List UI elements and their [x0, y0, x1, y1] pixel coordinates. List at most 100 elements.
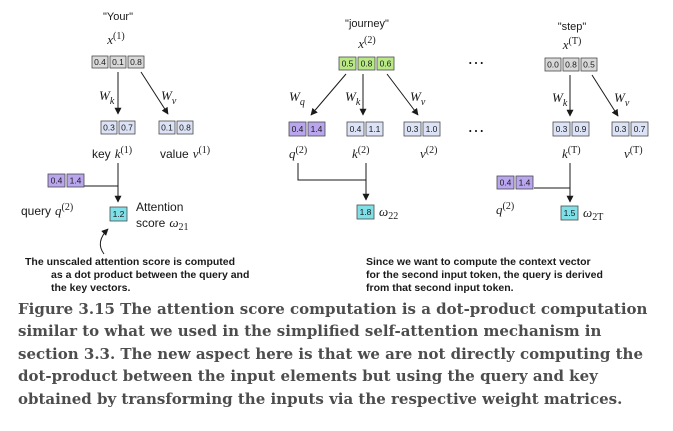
input-vector-x1: 0.4 0.1 0.8	[91, 55, 145, 69]
query-cell	[47, 173, 66, 188]
input-cell	[376, 56, 395, 71]
input-value: 0.6	[380, 59, 392, 69]
attention-score-omega21: score ω21	[136, 214, 189, 233]
value-value: 0.1	[161, 123, 173, 133]
input-vector-x2: 0.5 0.8 0.6	[338, 56, 395, 71]
column-step: "step" x(T) 0.0 0.8 0.5 Wk Wv 0.3 0.9 0.…	[496, 21, 649, 223]
key-value: 0.9	[575, 124, 587, 134]
key-vector-k1: 0.3 0.7	[100, 120, 136, 135]
score-value-omega21: 1.2	[113, 209, 125, 219]
input-value: 0.8	[565, 60, 577, 70]
note-left: The unscaled attention score is computed…	[25, 256, 249, 294]
token-word-journey: "journey"	[345, 18, 389, 30]
query-vector-q2-step: 0.4 1.4	[496, 175, 534, 190]
figure-caption: Figure 3.15 The attention score computat…	[18, 300, 648, 408]
query-cell	[515, 175, 534, 190]
input-cell	[338, 56, 357, 71]
key-value: 0.4	[350, 124, 362, 134]
value-value: 0.3	[407, 124, 419, 134]
input-value: 0.0	[547, 60, 559, 70]
input-cell	[580, 57, 598, 72]
key-cell	[346, 121, 365, 137]
key-cell	[365, 121, 384, 137]
weight-label-wv: Wv	[614, 90, 630, 109]
value-vector-vT: 0.3 0.7	[611, 121, 649, 137]
note-right-line: for the second input token, the query is…	[366, 269, 603, 281]
token-word-your: "Your"	[103, 11, 133, 23]
query-cell	[496, 175, 515, 190]
value-cell	[403, 121, 422, 137]
key-value: 0.3	[556, 124, 568, 134]
ellipsis-top: …	[467, 48, 485, 68]
query-cell	[66, 173, 85, 188]
input-cell	[562, 57, 580, 72]
input-cell	[91, 55, 109, 69]
weight-label-wv: Wv	[161, 88, 177, 107]
query-value: 0.4	[500, 178, 512, 188]
column-your: "Your" x(1) 0.4 0.1 0.8 Wk Wv 0.3 0.7 0.…	[21, 11, 210, 255]
key-cell	[118, 120, 136, 135]
value-cell	[158, 120, 176, 135]
ellipsis-middle: …	[467, 116, 485, 136]
key-label-k1: key k(1)	[92, 145, 132, 162]
weight-label-wk: Wk	[99, 88, 115, 107]
value-cell	[630, 121, 649, 137]
input-value: 0.8	[361, 59, 373, 69]
input-label-x1: x(1)	[106, 31, 124, 47]
key-cell	[552, 121, 571, 137]
note-pointer-arrow	[99, 228, 109, 255]
key-value: 1.1	[369, 124, 381, 134]
input-label-xT: x(T)	[562, 36, 582, 52]
weight-label-wq: Wq	[289, 89, 305, 108]
score-value-omega2T: 1.5	[564, 208, 576, 218]
query-value: 0.4	[51, 176, 63, 186]
input-cell	[544, 57, 562, 72]
key-cell	[571, 121, 590, 137]
key-cell	[100, 120, 118, 135]
query-value: 1.4	[311, 124, 323, 134]
value-label-v1: value v(1)	[160, 145, 210, 162]
note-left-line: The unscaled attention score is computed	[25, 256, 235, 268]
input-value: 0.5	[583, 60, 595, 70]
note-left-line: as a dot product between the query and	[51, 269, 249, 281]
token-word-step: "step"	[558, 21, 587, 33]
column-journey: "journey" x(2) 0.5 0.8 0.6 Wq Wk Wv 0.4 …	[288, 18, 441, 222]
query-vector-q2: 0.4 1.4	[47, 173, 85, 188]
arrow-to-value	[591, 74, 619, 117]
arrow-to-value	[140, 71, 169, 115]
value-label-vT: v(T)	[624, 145, 643, 161]
value-label-v2: v(2)	[420, 145, 437, 161]
arrow-to-query	[310, 73, 347, 116]
key-value: 0.3	[103, 123, 115, 133]
weight-label-wv: Wv	[410, 89, 426, 108]
query-connector	[297, 163, 366, 181]
attention-score-label: Attention	[136, 200, 183, 214]
note-right: Since we want to compute the context vec…	[366, 256, 603, 294]
query-value: 1.4	[519, 178, 531, 188]
input-label-x2: x(2)	[357, 35, 375, 51]
weight-label-wk: Wk	[345, 89, 361, 108]
input-value: 0.1	[112, 57, 124, 67]
key-vector-k2: 0.4 1.1	[346, 121, 384, 137]
value-cell	[422, 121, 441, 137]
query-label-q2: q(2)	[289, 145, 307, 161]
value-value: 0.8	[179, 123, 191, 133]
input-cell	[127, 55, 145, 69]
value-cell	[611, 121, 630, 137]
value-value: 0.7	[634, 124, 646, 134]
arrow-to-value	[386, 73, 419, 116]
input-value: 0.5	[342, 59, 354, 69]
query-vector-q2: 0.4 1.4	[288, 121, 326, 137]
score-cell-omega21	[109, 206, 128, 222]
query-cell	[288, 121, 307, 137]
value-vector-v1: 0.1 0.8	[158, 120, 194, 135]
note-left-line: the key vectors.	[51, 282, 130, 294]
query-value: 1.4	[70, 176, 82, 186]
input-value: 0.4	[94, 57, 106, 67]
value-vector-v2: 0.3 1.0	[403, 121, 441, 137]
input-cell	[109, 55, 127, 69]
key-vector-kT: 0.3 0.9	[552, 121, 590, 137]
query-value: 0.4	[292, 124, 304, 134]
score-cell-omega22	[356, 204, 375, 220]
